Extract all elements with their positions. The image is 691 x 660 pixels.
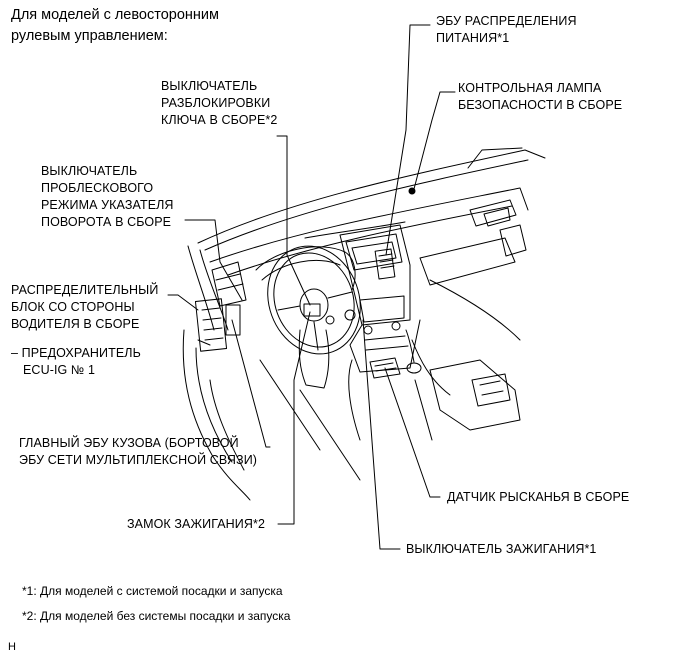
label-ignition-lock: ЗАМОК ЗАЖИГАНИЯ*2 <box>127 517 266 531</box>
label-hazard-switch-line-4: ПОВОРОТА В СБОРЕ <box>41 215 172 229</box>
label-junction-block-line-1: РАСПРЕДЕЛИТЕЛЬНЫЙ <box>11 283 159 297</box>
dashboard-outline <box>182 147 546 501</box>
header-line-2: рулевым управлением: <box>11 28 168 44</box>
label-security-lamp: КОНТРОЛЬНАЯ ЛАМПА БЕЗОПАСНОСТИ В СБОРЕ <box>458 80 622 114</box>
label-security-lamp-line-1: КОНТРОЛЬНАЯ ЛАМПА <box>458 81 602 95</box>
label-ignition-switch: ВЫКЛЮЧАТЕЛЬ ЗАЖИГАНИЯ*1 <box>406 542 597 556</box>
label-hazard-switch-line-1: ВЫКЛЮЧАТЕЛЬ <box>41 164 138 178</box>
label-hazard-switch-line-2: ПРОБЛЕСКОВОГО <box>41 181 154 195</box>
label-power-ecu-line-2: ПИТАНИЯ*1 <box>436 31 510 45</box>
footnote-1: *1: Для моделей с системой посадки и зап… <box>22 584 283 598</box>
label-security-lamp-line-2: БЕЗОПАСНОСТИ В СБОРЕ <box>458 98 623 112</box>
label-fuse-line-2: ECU-IG № 1 <box>23 363 96 377</box>
label-fuse-line-1: – ПРЕДОХРАНИТЕЛЬ <box>11 346 141 360</box>
label-fuse: – ПРЕДОХРАНИТЕЛЬ ECU-IG № 1 <box>11 345 141 379</box>
label-hazard-switch-line-3: РЕЖИМА УКАЗАТЕЛЯ <box>41 198 174 212</box>
label-body-ecu: ГЛАВНЫЙ ЭБУ КУЗОВА (БОРТОВОЙ ЭБУ СЕТИ МУ… <box>19 435 257 469</box>
label-body-ecu-line-2: ЭБУ СЕТИ МУЛЬТИПЛЕКСНОЙ СВЯЗИ) <box>19 453 258 467</box>
footnote-2: *2: Для моделей без системы посадки и за… <box>22 609 291 623</box>
label-unlock-switch-line-2: РАЗБЛОКИРОВКИ <box>161 96 271 110</box>
label-junction-block-line-2: БЛОК СО СТОРОНЫ <box>11 300 135 314</box>
label-body-ecu-line-1: ГЛАВНЫЙ ЭБУ КУЗОВА (БОРТОВОЙ <box>19 436 239 450</box>
label-power-ecu-line-1: ЭБУ РАСПРЕДЕЛЕНИЯ <box>436 14 577 28</box>
diagram-header: Для моделей с левосторонним рулевым упра… <box>11 5 219 47</box>
label-power-ecu: ЭБУ РАСПРЕДЕЛЕНИЯ ПИТАНИЯ*1 <box>436 13 577 47</box>
label-unlock-switch: ВЫКЛЮЧАТЕЛЬ РАЗБЛОКИРОВКИ КЛЮЧА В СБОРЕ*… <box>161 78 277 129</box>
label-junction-block-line-3: ВОДИТЕЛЯ В СБОРЕ <box>11 317 140 331</box>
label-junction-block: РАСПРЕДЕЛИТЕЛЬНЫЙ БЛОК СО СТОРОНЫ ВОДИТЕ… <box>11 282 158 333</box>
label-hazard-switch: ВЫКЛЮЧАТЕЛЬ ПРОБЛЕСКОВОГО РЕЖИМА УКАЗАТЕ… <box>41 163 174 231</box>
leader-lines <box>167 24 456 550</box>
label-yaw-sensor: ДАТЧИК РЫСКАНЬЯ В СБОРЕ <box>447 490 630 504</box>
header-line-1: Для моделей с левосторонним <box>11 7 219 23</box>
label-unlock-switch-line-1: ВЫКЛЮЧАТЕЛЬ <box>161 79 258 93</box>
label-unlock-switch-line-3: КЛЮЧА В СБОРЕ*2 <box>161 113 278 127</box>
corner-mark: H <box>8 641 16 653</box>
